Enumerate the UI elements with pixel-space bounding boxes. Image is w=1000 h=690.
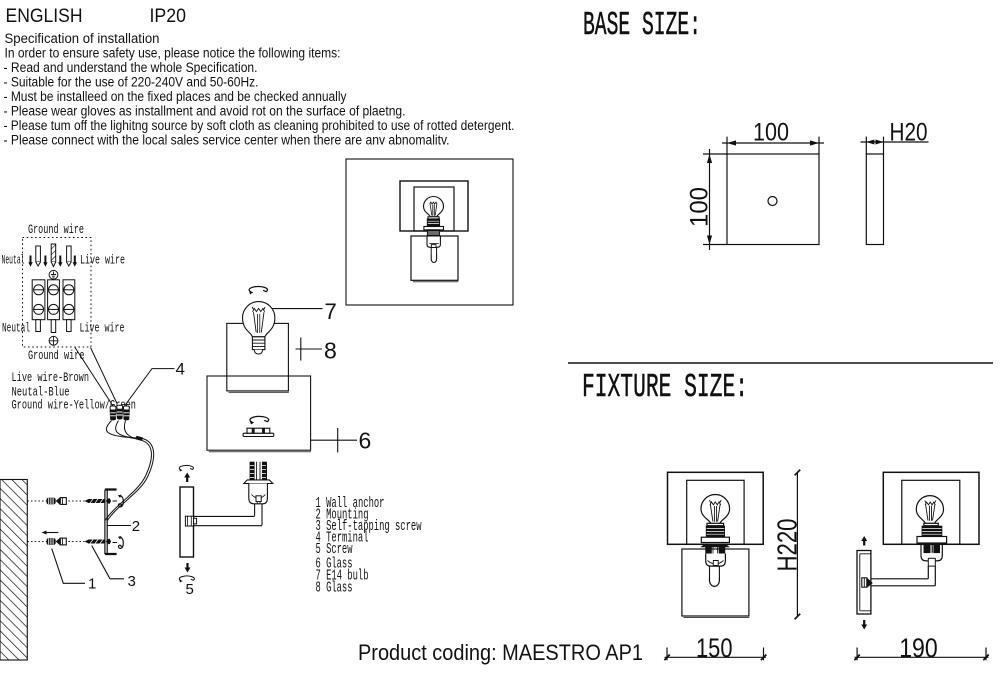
- svg-text:4: 4: [176, 360, 185, 379]
- svg-text:100: 100: [686, 187, 714, 227]
- svg-text:1: 1: [88, 576, 96, 593]
- svg-text:7: 7: [325, 299, 337, 324]
- svg-text:5: 5: [186, 581, 194, 598]
- svg-text:Neutal: Neutal: [2, 253, 25, 268]
- svg-text:- Please tum off the lighitng: - Please tum off the lighitng source by …: [4, 118, 515, 133]
- svg-text:H20: H20: [890, 119, 928, 147]
- svg-text:IP20: IP20: [150, 6, 187, 27]
- svg-text:Neutal-Blue: Neutal-Blue: [12, 385, 70, 400]
- svg-text:8 Glass: 8 Glass: [316, 580, 353, 597]
- svg-text:190: 190: [899, 633, 938, 663]
- svg-text:Live wire-Brown: Live wire-Brown: [12, 370, 90, 385]
- svg-text:3: 3: [128, 573, 136, 590]
- svg-text:In order to ensure safety use,: In order to ensure safety use, please no…: [5, 46, 341, 61]
- svg-text:6: 6: [359, 428, 372, 454]
- svg-text:- Suitable for the use of 220-: - Suitable for the use of 220-240V and 5…: [4, 75, 259, 90]
- svg-text:FIXTURE SIZE:: FIXTURE SIZE:: [582, 369, 748, 406]
- svg-text:Ground wire-Yellow/Green: Ground wire-Yellow/Green: [12, 398, 137, 413]
- svg-text:- Please wear gloves as instal: - Please wear gloves as installment and …: [4, 104, 406, 119]
- svg-text:Specification of installation: Specification of installation: [5, 31, 160, 46]
- svg-text:ENGLISH: ENGLISH: [6, 6, 83, 27]
- svg-text:Live wire: Live wire: [80, 321, 125, 336]
- svg-text:7 E14 bulb: 7 E14 bulb: [316, 568, 369, 585]
- svg-text:Ground wire: Ground wire: [28, 222, 84, 237]
- svg-text:2: 2: [132, 518, 140, 535]
- svg-text:5 Screw: 5 Screw: [316, 541, 353, 558]
- svg-text:- Read and understand the whol: - Read and understand the whole Specific…: [4, 60, 258, 75]
- svg-text:- Please connect with the loca: - Please connect with the local sales se…: [4, 133, 450, 148]
- svg-text:Neutal: Neutal: [2, 321, 30, 336]
- svg-text:- Must be installeed on the fi: - Must be installeed on the fixed places…: [4, 89, 347, 104]
- svg-text:100: 100: [753, 119, 789, 147]
- svg-text:150: 150: [696, 633, 733, 663]
- svg-text:H220: H220: [771, 519, 802, 572]
- svg-text:Product coding: MAESTRO AP1: Product coding: MAESTRO AP1: [358, 640, 643, 665]
- svg-text:2 Mounting: 2 Mounting: [316, 507, 369, 524]
- svg-text:Ground wire: Ground wire: [28, 348, 85, 363]
- svg-text:8: 8: [324, 338, 337, 364]
- svg-text:Live wire: Live wire: [80, 253, 125, 268]
- svg-text:6 Glass: 6 Glass: [316, 556, 353, 573]
- svg-text:3 Self-tapping screw: 3 Self-tapping screw: [316, 518, 422, 535]
- svg-text:4 Terminal: 4 Terminal: [316, 530, 369, 547]
- svg-text:BASE SIZE:: BASE SIZE:: [583, 7, 701, 44]
- svg-text:1 Wall anchor: 1 Wall anchor: [316, 495, 385, 512]
